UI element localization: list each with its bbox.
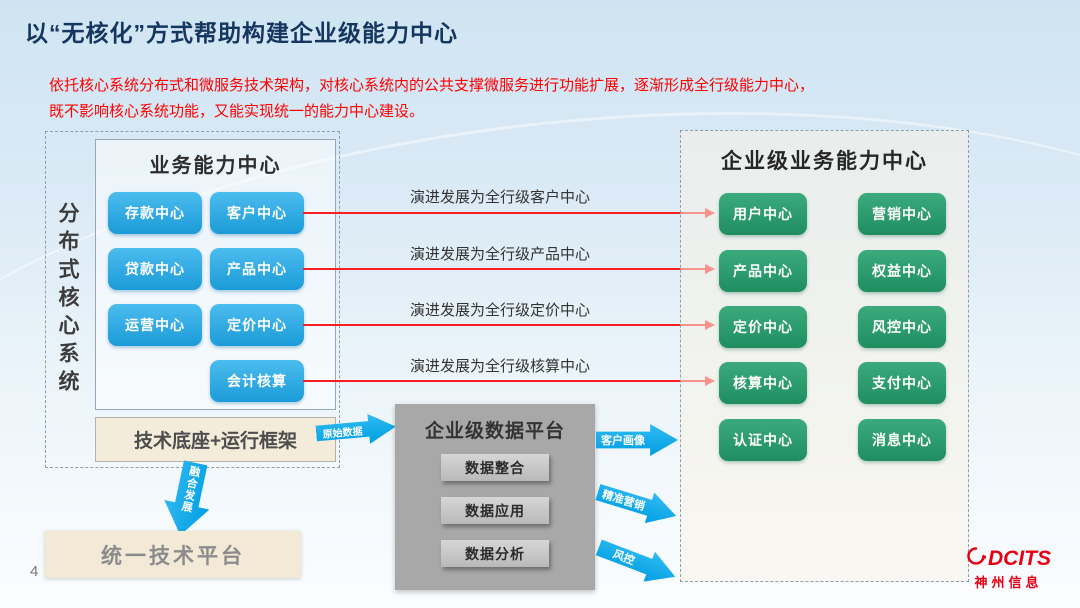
deposit-center-shape: 存款中心 xyxy=(108,192,202,234)
pricing-center-shape: 定价中心 xyxy=(210,304,304,346)
dcits-swoosh-icon xyxy=(966,546,987,571)
accounting-center-shape: 会计核算 xyxy=(210,360,304,402)
enterprise-capability-title: 企业级业务能力中心 xyxy=(721,150,928,173)
evolution-label-customer: 演进发展为全行级客户中心 xyxy=(409,189,590,206)
subtitle-line-2: 既不影响核心系统功能，又能实现统一的能力中心建设。 xyxy=(49,103,425,121)
risk-center-shape: 风控中心 xyxy=(858,306,946,348)
enterprise-capability-panel: 企业级业务能力中心 用户中心 营销中心 产品中心 权益中心 定价中心 风控中心 … xyxy=(680,130,969,582)
distributed-core-vertical-label: 分布式核心系统 xyxy=(56,201,79,398)
evolution-arrow-product xyxy=(303,264,715,274)
product-center-right-shape: 产品中心 xyxy=(719,250,807,292)
business-capability-box: 业务能力中心 存款中心 客户中心 贷款中心 产品中心 运营中心 定价中心 会计核… xyxy=(95,139,336,410)
output-arrow-precision-marketing: 精准营销 xyxy=(593,477,681,532)
dcits-logo-text: DCITS xyxy=(988,546,1051,570)
evolution-label-product: 演进发展为全行级产品中心 xyxy=(409,246,590,263)
output-arrow-customer-profile: 客户画像 xyxy=(596,424,678,456)
product-center-shape: 产品中心 xyxy=(210,248,304,290)
evolution-arrow-pricing xyxy=(303,320,715,330)
output-arrow-risk-control: 风控 xyxy=(593,532,681,591)
marketing-center-shape: 营销中心 xyxy=(858,193,946,235)
output-arrow-customer-profile-label: 客户画像 xyxy=(601,435,646,447)
business-capability-title: 业务能力中心 xyxy=(149,155,282,177)
dcits-logo-subtext: 神州信息 xyxy=(974,575,1043,590)
message-center-shape: 消息中心 xyxy=(858,419,946,461)
fusion-development-arrow: 融合发展 xyxy=(158,458,218,540)
rights-center-shape: 权益中心 xyxy=(858,250,946,292)
page-number: 4 xyxy=(30,563,39,580)
output-arrow-precision-marketing-label: 精准营销 xyxy=(600,488,647,514)
accounting-center-right-shape: 核算中心 xyxy=(719,362,807,404)
auth-center-shape: 认证中心 xyxy=(719,419,807,461)
unified-platform-box: 统一技术平台 xyxy=(45,531,301,578)
data-platform-title: 企业级数据平台 xyxy=(424,421,565,442)
loan-center-shape: 贷款中心 xyxy=(108,248,202,290)
slide-title: 以“无核化”方式帮助构建企业级能力中心 xyxy=(25,20,458,46)
pricing-center-right-shape: 定价中心 xyxy=(719,306,807,348)
slide-subtitle: 依托核心系统分布式和微服务技术架构，对核心系统内的公共支撑微服务进行功能扩展，逐… xyxy=(49,73,814,126)
dcits-logo: DCITS 神州信息 xyxy=(966,546,1051,591)
payment-center-shape: 支付中心 xyxy=(858,362,946,404)
user-center-shape: 用户中心 xyxy=(719,193,807,235)
output-arrow-risk-control-label: 风控 xyxy=(611,548,637,568)
dcits-logo-row: DCITS xyxy=(966,546,1051,571)
evolution-arrow-accounting xyxy=(303,376,715,386)
distributed-core-label-wrap: 分布式核心系统 xyxy=(52,132,82,467)
data-integration-shape: 数据整合 xyxy=(441,454,549,481)
customer-center-shape: 客户中心 xyxy=(210,192,304,234)
subtitle-line-1: 依托核心系统分布式和微服务技术架构，对核心系统内的公共支撑微服务进行功能扩展，逐… xyxy=(49,77,815,94)
operation-center-shape: 运营中心 xyxy=(108,304,202,346)
evolution-label-accounting: 演进发展为全行级核算中心 xyxy=(409,358,590,375)
evolution-label-pricing: 演进发展为全行级定价中心 xyxy=(409,302,590,319)
data-application-shape: 数据应用 xyxy=(441,497,549,524)
data-analysis-shape: 数据分析 xyxy=(441,540,549,567)
tech-base-box: 技术底座+运行框架 xyxy=(95,417,336,462)
evolution-arrow-customer xyxy=(303,208,715,218)
data-platform-box: 企业级数据平台 数据整合 数据应用 数据分析 xyxy=(395,404,595,590)
fusion-development-label: 融合发展 xyxy=(179,464,201,514)
